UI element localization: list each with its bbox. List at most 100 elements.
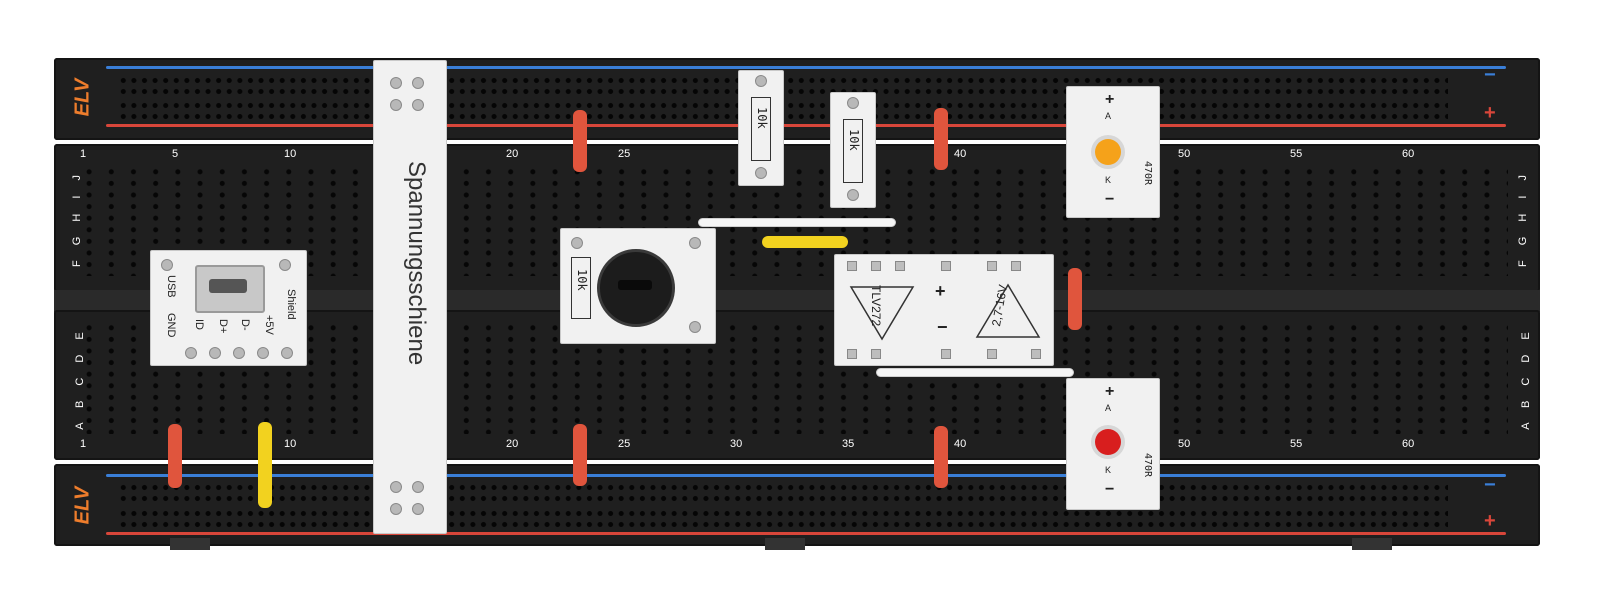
minus-symbol: − [1484,474,1496,496]
pad [689,321,701,333]
led-orange [1095,139,1121,165]
resistor-symbol [843,119,863,183]
usb-pin-label: GND [165,313,177,338]
col-number: 10 [284,148,297,160]
plus-symbol: + [1105,91,1115,108]
col-number: 60 [1402,438,1415,450]
rail-line-blue [106,474,1506,477]
rail-holes [118,482,1448,504]
board-foot [765,538,805,550]
row-letters: A B C D E [73,326,86,430]
pad [847,189,859,201]
rail-holes [118,508,1448,530]
anode-label: A [1105,111,1112,121]
jumper-wire-white[interactable] [876,368,1074,377]
opamp-symbol [975,283,1041,338]
board-foot [1352,538,1392,550]
pad [390,503,402,515]
jumper-wire-red[interactable] [573,110,587,172]
minus-symbol: − [1105,191,1115,208]
usb-pin-label: D- [239,319,251,331]
resistor-module-b[interactable]: 10k [830,92,876,208]
jumper-wire-red[interactable] [168,424,182,488]
rail-line-red [106,124,1506,127]
jumper-wire-red[interactable] [1068,268,1082,330]
cathode-label: K [1105,465,1112,475]
usb-pin-label: ID [193,319,205,330]
col-number: 10 [284,438,297,450]
col-number: 30 [730,438,743,450]
col-number: 25 [618,148,631,160]
pad [185,347,197,359]
minus-symbol: − [937,317,948,337]
pad [412,503,424,515]
pad [279,259,291,271]
jumper-wire-red[interactable] [573,424,587,486]
usb-module[interactable]: USB GND ID D+ D- +5V Shield [150,250,307,366]
rail-line-blue [106,66,1506,69]
resistor-module-a[interactable]: 10k [738,70,784,186]
pad [161,259,173,271]
resistor-value: 10k [847,129,861,151]
jumper-wire-white[interactable] [698,218,896,227]
led-module-orange[interactable]: + A K − 470R [1066,86,1160,218]
col-number: 20 [506,148,519,160]
pad [755,75,767,87]
pad [390,99,402,111]
plus-symbol: + [935,281,946,301]
board-foot [170,538,210,550]
pad [257,347,269,359]
usb-pin-label: Shield [285,289,297,320]
pad [847,97,859,109]
voltage-rail-label: Spannungsschiene [403,161,430,366]
minus-symbol: − [1105,481,1115,498]
col-number: 1 [80,438,87,450]
resistor-symbol [751,97,771,161]
pad [412,481,424,493]
col-number: 35 [842,438,855,450]
jumper-wire-red[interactable] [934,426,948,488]
usb-connector [195,265,265,313]
col-number: 55 [1290,438,1303,450]
cathode-label: K [1105,175,1112,185]
brand-logo: ELV [71,486,94,525]
pot-knob[interactable] [597,249,675,327]
opamp-module[interactable]: TLV272 2,7-16V + − [834,254,1054,366]
col-number: 5 [172,148,179,160]
usb-pin-label: +5V [263,315,275,335]
brand-logo: ELV [71,78,94,117]
col-number: 60 [1402,148,1415,160]
plus-symbol: + [1484,510,1496,532]
row-letters: F G H I J [1517,169,1529,267]
led-red [1095,429,1121,455]
col-number: 50 [1178,438,1191,450]
col-number: 1 [80,148,87,160]
pad [390,77,402,89]
pad [412,77,424,89]
pot-value: 10k [575,269,589,291]
opamp-label: TLV272 [869,285,883,327]
plus-symbol: + [1105,383,1115,400]
resistor-value: 470R [1142,453,1153,478]
pad [233,347,245,359]
pad [571,237,583,249]
col-number: 50 [1178,148,1191,160]
potentiometer-module[interactable]: 10k [560,228,716,344]
pad [281,347,293,359]
col-number: 40 [954,148,967,160]
voltage-rail-module[interactable]: Spannungsschiene [373,60,447,534]
resistor-symbol [571,257,591,319]
jumper-wire-yellow[interactable] [258,422,272,508]
pad [390,481,402,493]
plus-symbol: + [1484,102,1496,124]
usb-label: USB [165,275,177,298]
anode-label: A [1105,403,1112,413]
col-number: 20 [506,438,519,450]
col-number: 25 [618,438,631,450]
usb-pin-label: D+ [217,319,229,334]
jumper-wire-red[interactable] [934,108,948,170]
led-module-red[interactable]: + A K − 470R [1066,378,1160,510]
jumper-wire-yellow[interactable] [762,236,848,248]
pad [689,237,701,249]
pad [209,347,221,359]
